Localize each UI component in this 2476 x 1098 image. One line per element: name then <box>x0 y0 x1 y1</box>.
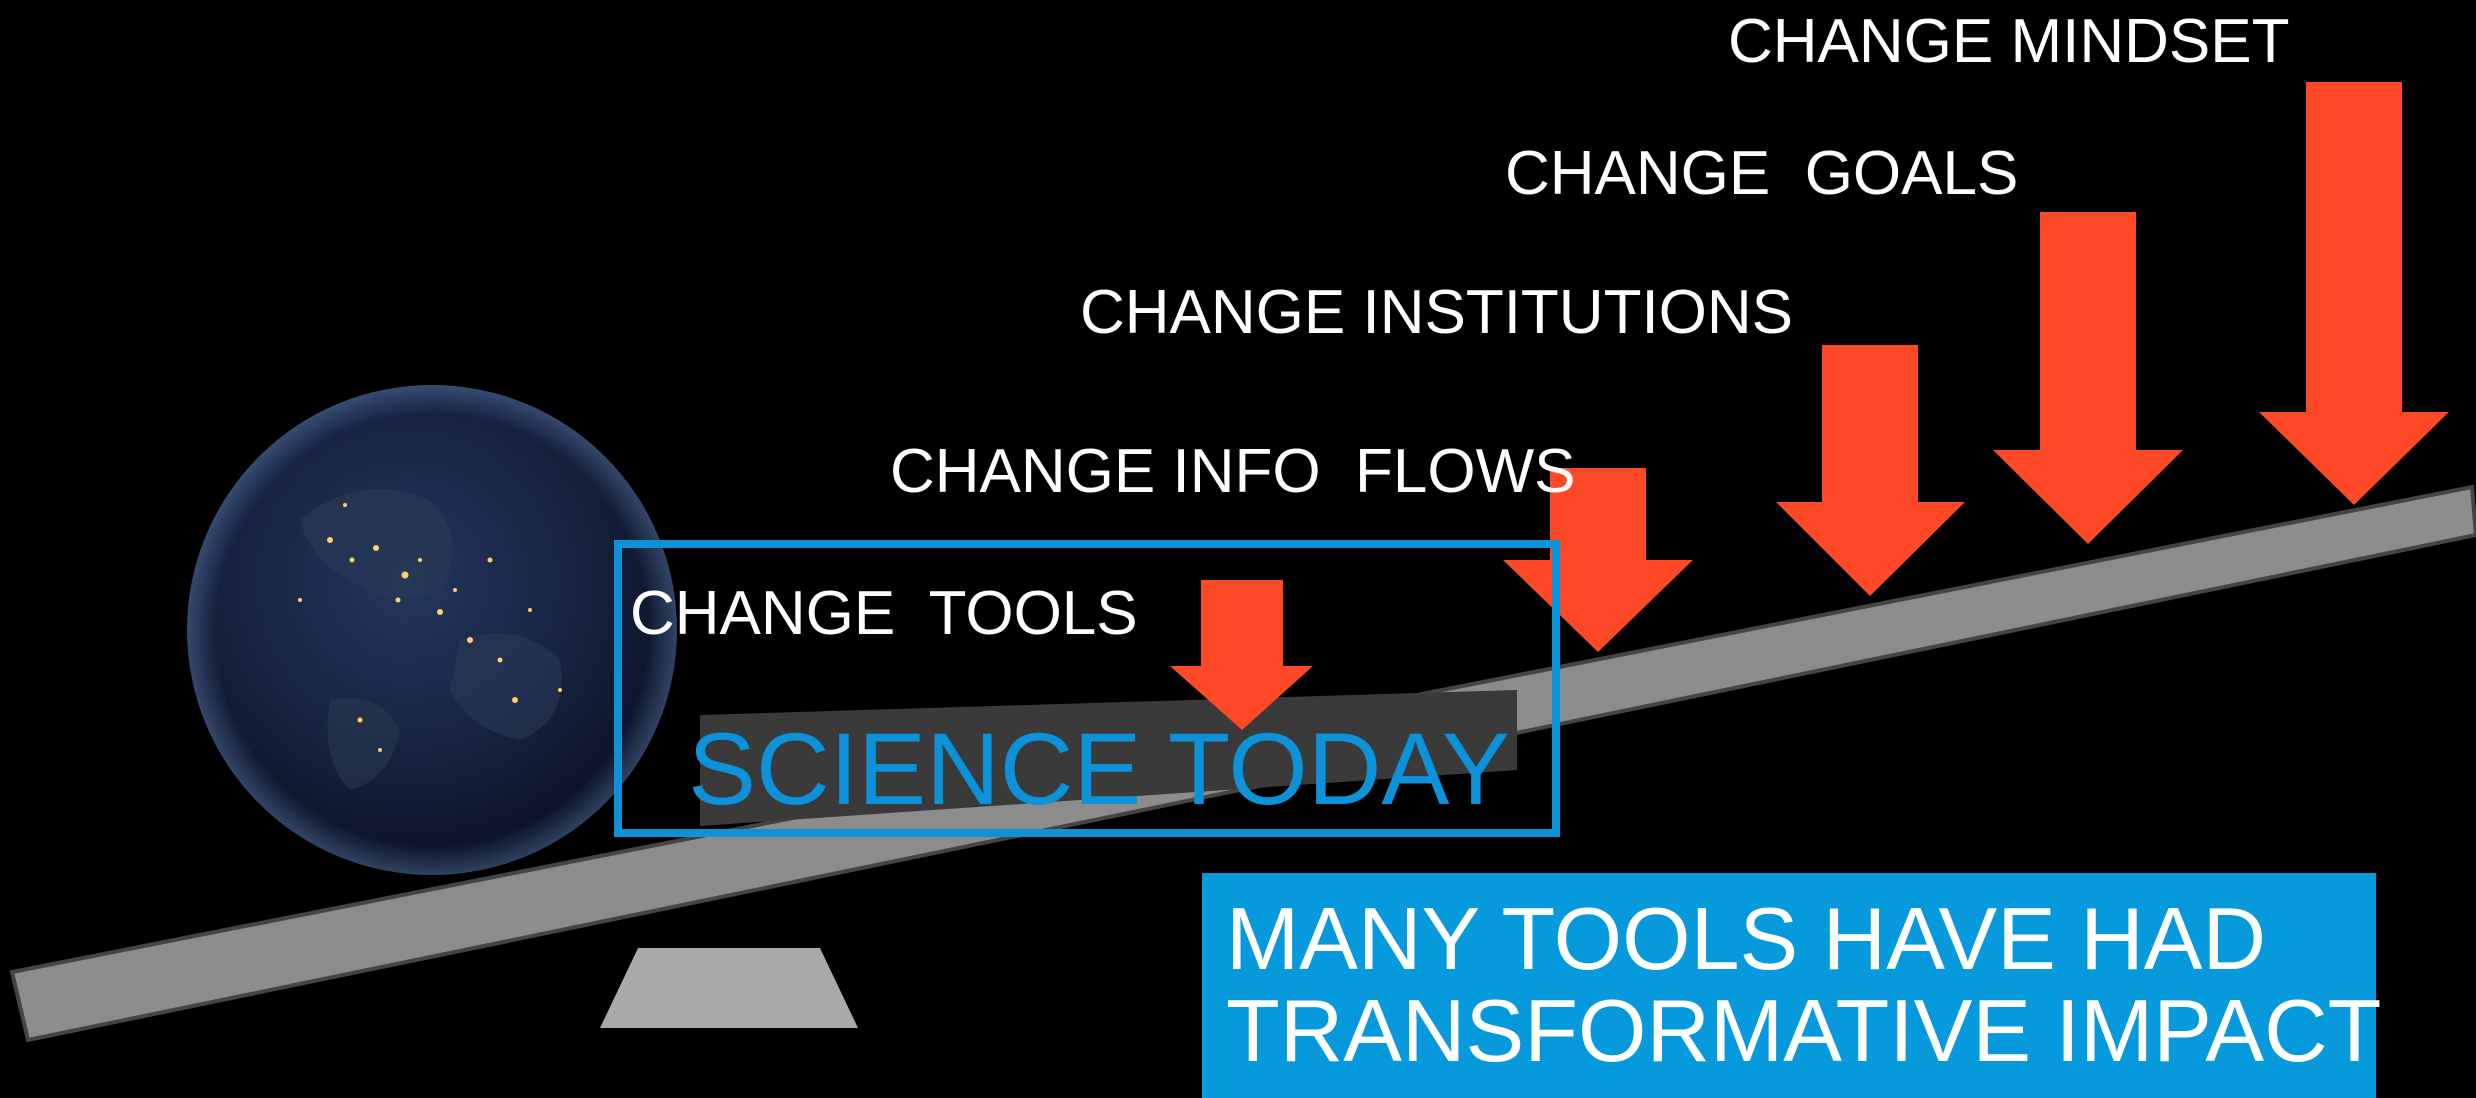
science-today-label: SCIENCE TODAY <box>688 712 1510 826</box>
arrow-institutions <box>1776 345 1965 596</box>
arrow-info-flows <box>1503 468 1693 652</box>
callout-line-2: TRANSFORMATIVE IMPACT <box>1226 981 2382 1080</box>
callout-line-1: MANY TOOLS HAVE HAD <box>1226 889 2267 988</box>
fulcrum-shape <box>600 948 858 1028</box>
arrow-goals <box>1993 212 2183 544</box>
arrow-tools <box>1170 580 1313 730</box>
label-change-info-flows: CHANGE INFO FLOWS <box>890 437 1576 506</box>
arrow-mindset <box>2259 82 2449 505</box>
label-change-mindset: CHANGE MINDSET <box>1728 7 2290 76</box>
label-change-goals: CHANGE GOALS <box>1505 139 2019 208</box>
earth-globe-image <box>187 385 677 875</box>
label-change-tools: CHANGE TOOLS <box>630 579 1138 648</box>
science-plate <box>700 690 1517 826</box>
callout-box: MANY TOOLS HAVE HAD TRANSFORMATIVE IMPAC… <box>1202 873 2382 1098</box>
science-today-box <box>614 540 1560 837</box>
label-change-institutions: CHANGE INSTITUTIONS <box>1080 278 1794 347</box>
